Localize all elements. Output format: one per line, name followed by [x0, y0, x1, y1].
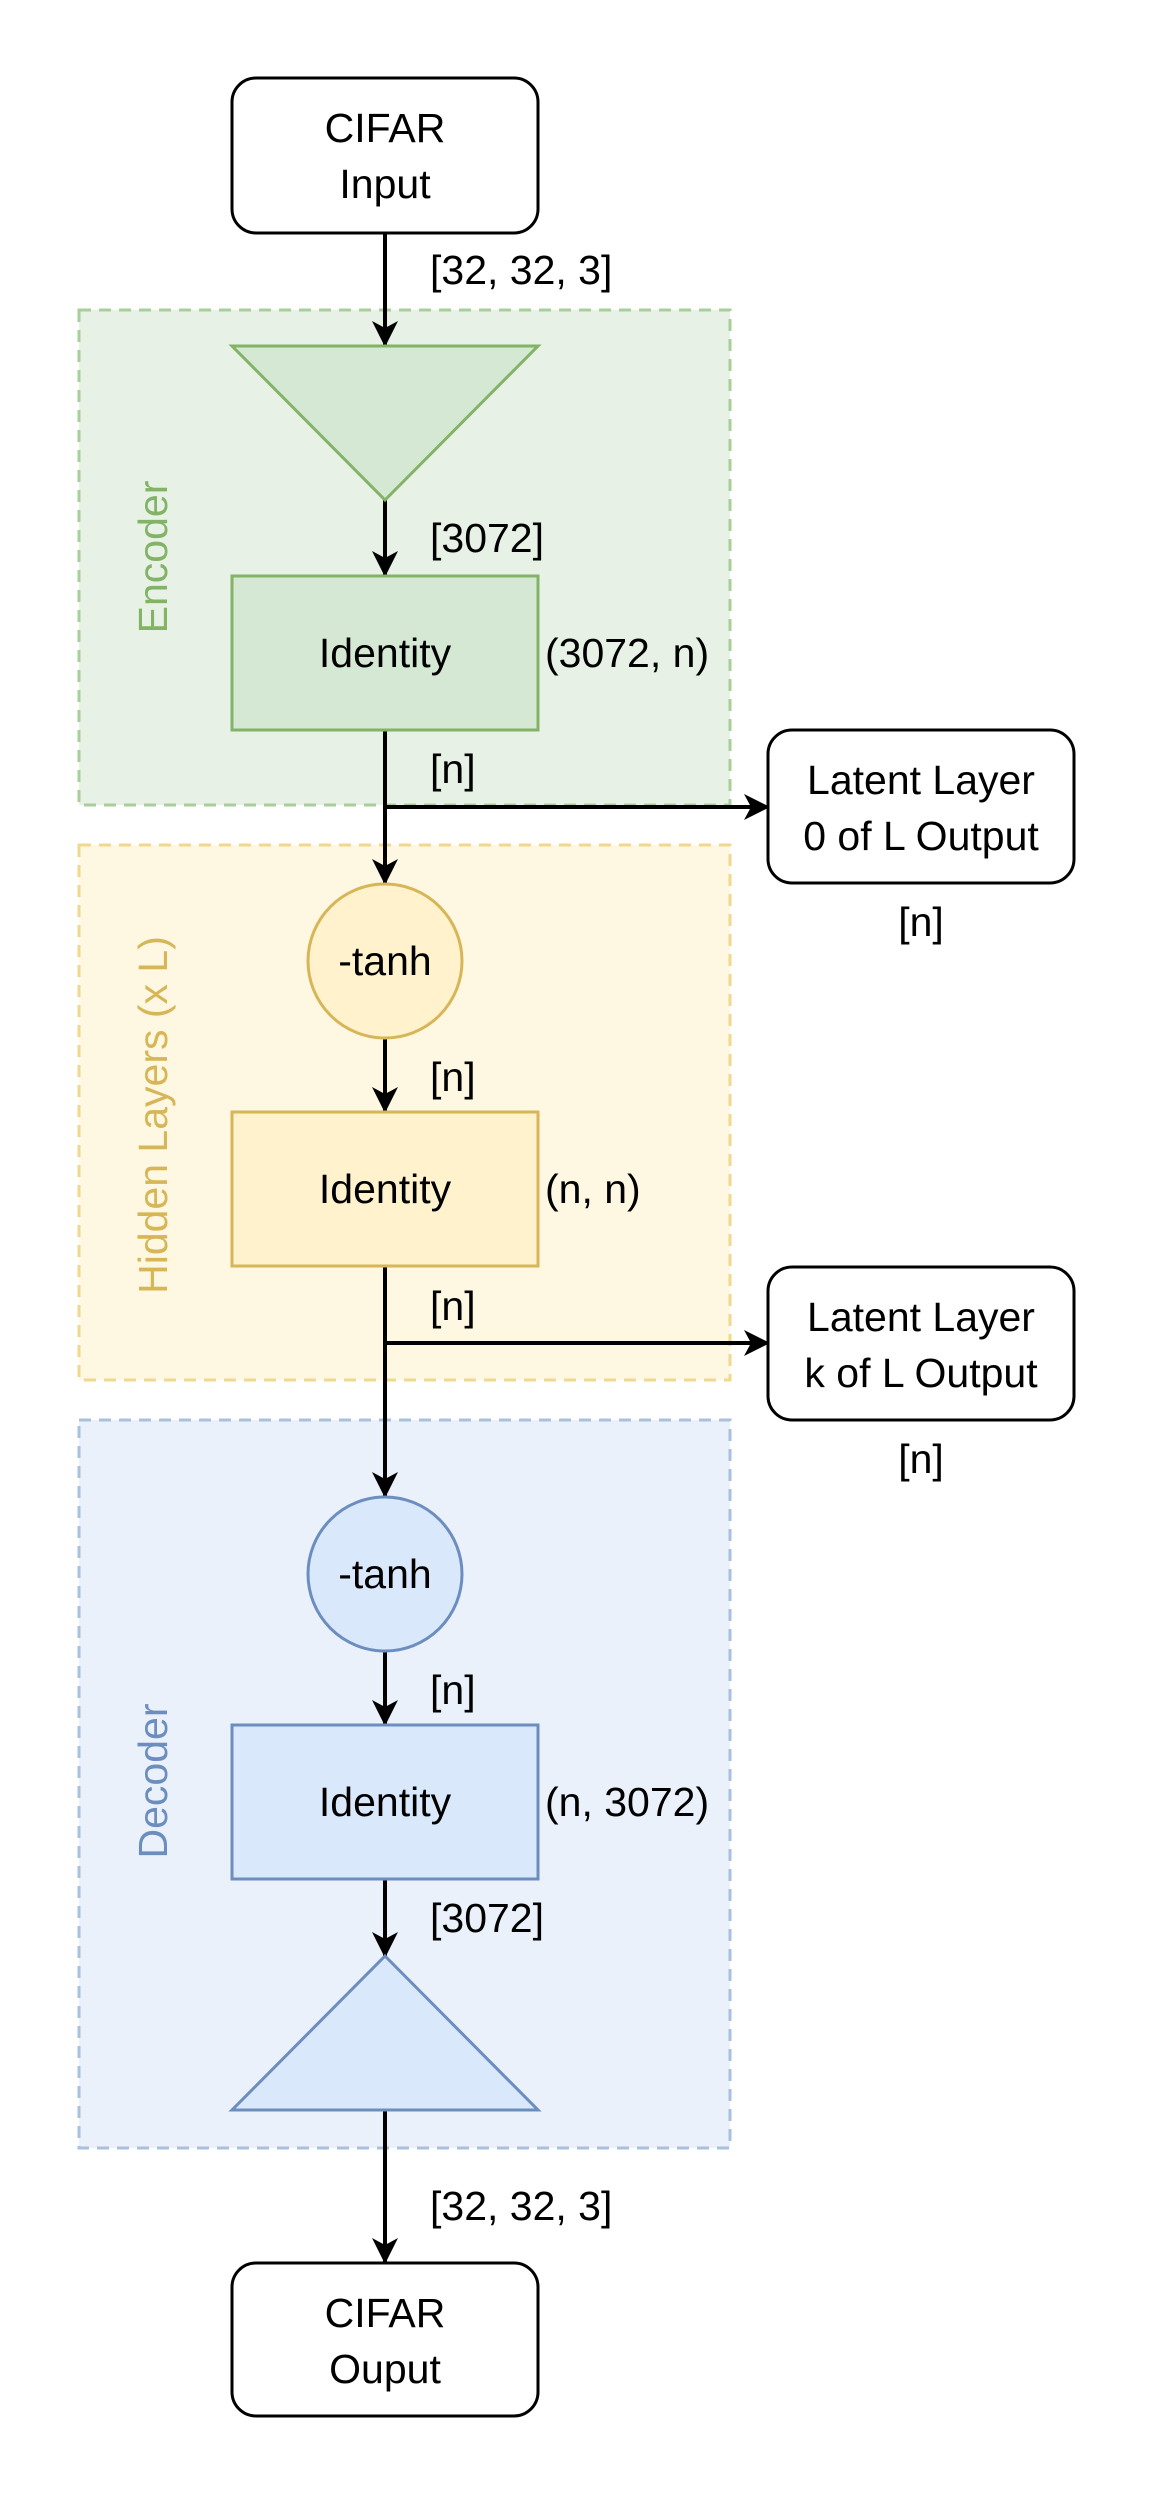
shape-labels: [32, 32, 3] [3072] (3072, n) [n] [n] [n]…	[430, 247, 944, 2229]
latent-layer-k-label-line1: Latent Layer	[807, 1294, 1035, 1340]
encoder-identity-node: Identity	[230, 574, 540, 732]
cifar-output-label-line2: Ouput	[329, 2346, 441, 2392]
cifar-output-label-line1: CIFAR	[325, 2290, 446, 2336]
latent-layer-k-node: Latent Layer k of L Output	[766, 1265, 1076, 1422]
cifar-output-node: CIFAR Ouput	[230, 2261, 540, 2418]
hidden-activation-label: -tanh	[338, 938, 431, 984]
flatten-shape-label: [3072]	[430, 515, 544, 561]
hidden-output-shape-label: [n]	[430, 1283, 476, 1329]
hidden-layers-group-label: Hidden Layers (x L)	[130, 936, 176, 1294]
reshape-triangle	[228, 1953, 542, 2112]
output-shape-label: [32, 32, 3]	[430, 2183, 612, 2229]
hidden-input-shape-label: [n]	[430, 1054, 476, 1100]
hidden-identity-node: Identity	[230, 1110, 540, 1268]
decoder-activation-node: -tanh	[306, 1495, 464, 1653]
hidden-identity-label: Identity	[319, 1166, 452, 1212]
decoder-activation-label: -tanh	[338, 1551, 431, 1597]
edges	[372, 233, 770, 2264]
cifar-input-label-line2: Input	[339, 161, 431, 207]
decoder-weights-label: (n, 3072)	[545, 1779, 709, 1825]
latent-layer-0-label-line2: 0 of L Output	[803, 813, 1039, 859]
cifar-input-node: CIFAR Input	[230, 76, 540, 235]
latent-layer-0-node: Latent Layer 0 of L Output	[766, 728, 1076, 885]
latent-layer-0-label-line1: Latent Layer	[807, 757, 1035, 803]
encoder-weights-label: (3072, n)	[545, 630, 709, 676]
input-shape-label: [32, 32, 3]	[430, 247, 612, 293]
encoder-identity-label: Identity	[319, 630, 452, 676]
decoder-identity-label: Identity	[319, 1779, 452, 1825]
decoder-identity-node: Identity	[230, 1723, 540, 1881]
decoder-output-shape-label: [3072]	[430, 1895, 544, 1941]
cifar-input-label-line1: CIFAR	[325, 105, 446, 151]
latent-k-shape-label: [n]	[898, 1436, 944, 1482]
hidden-weights-label: (n, n)	[545, 1166, 641, 1212]
encoder-output-shape-label: [n]	[430, 746, 476, 792]
decoder-input-shape-label: [n]	[430, 1667, 476, 1713]
encoder-group-label: Encoder	[130, 481, 176, 634]
decoder-group-label: Decoder	[130, 1704, 176, 1859]
flatten-triangle	[228, 344, 542, 503]
hidden-activation-node: -tanh	[306, 882, 464, 1040]
latent-0-shape-label: [n]	[898, 899, 944, 945]
latent-layer-k-label-line2: k of L Output	[804, 1350, 1038, 1396]
